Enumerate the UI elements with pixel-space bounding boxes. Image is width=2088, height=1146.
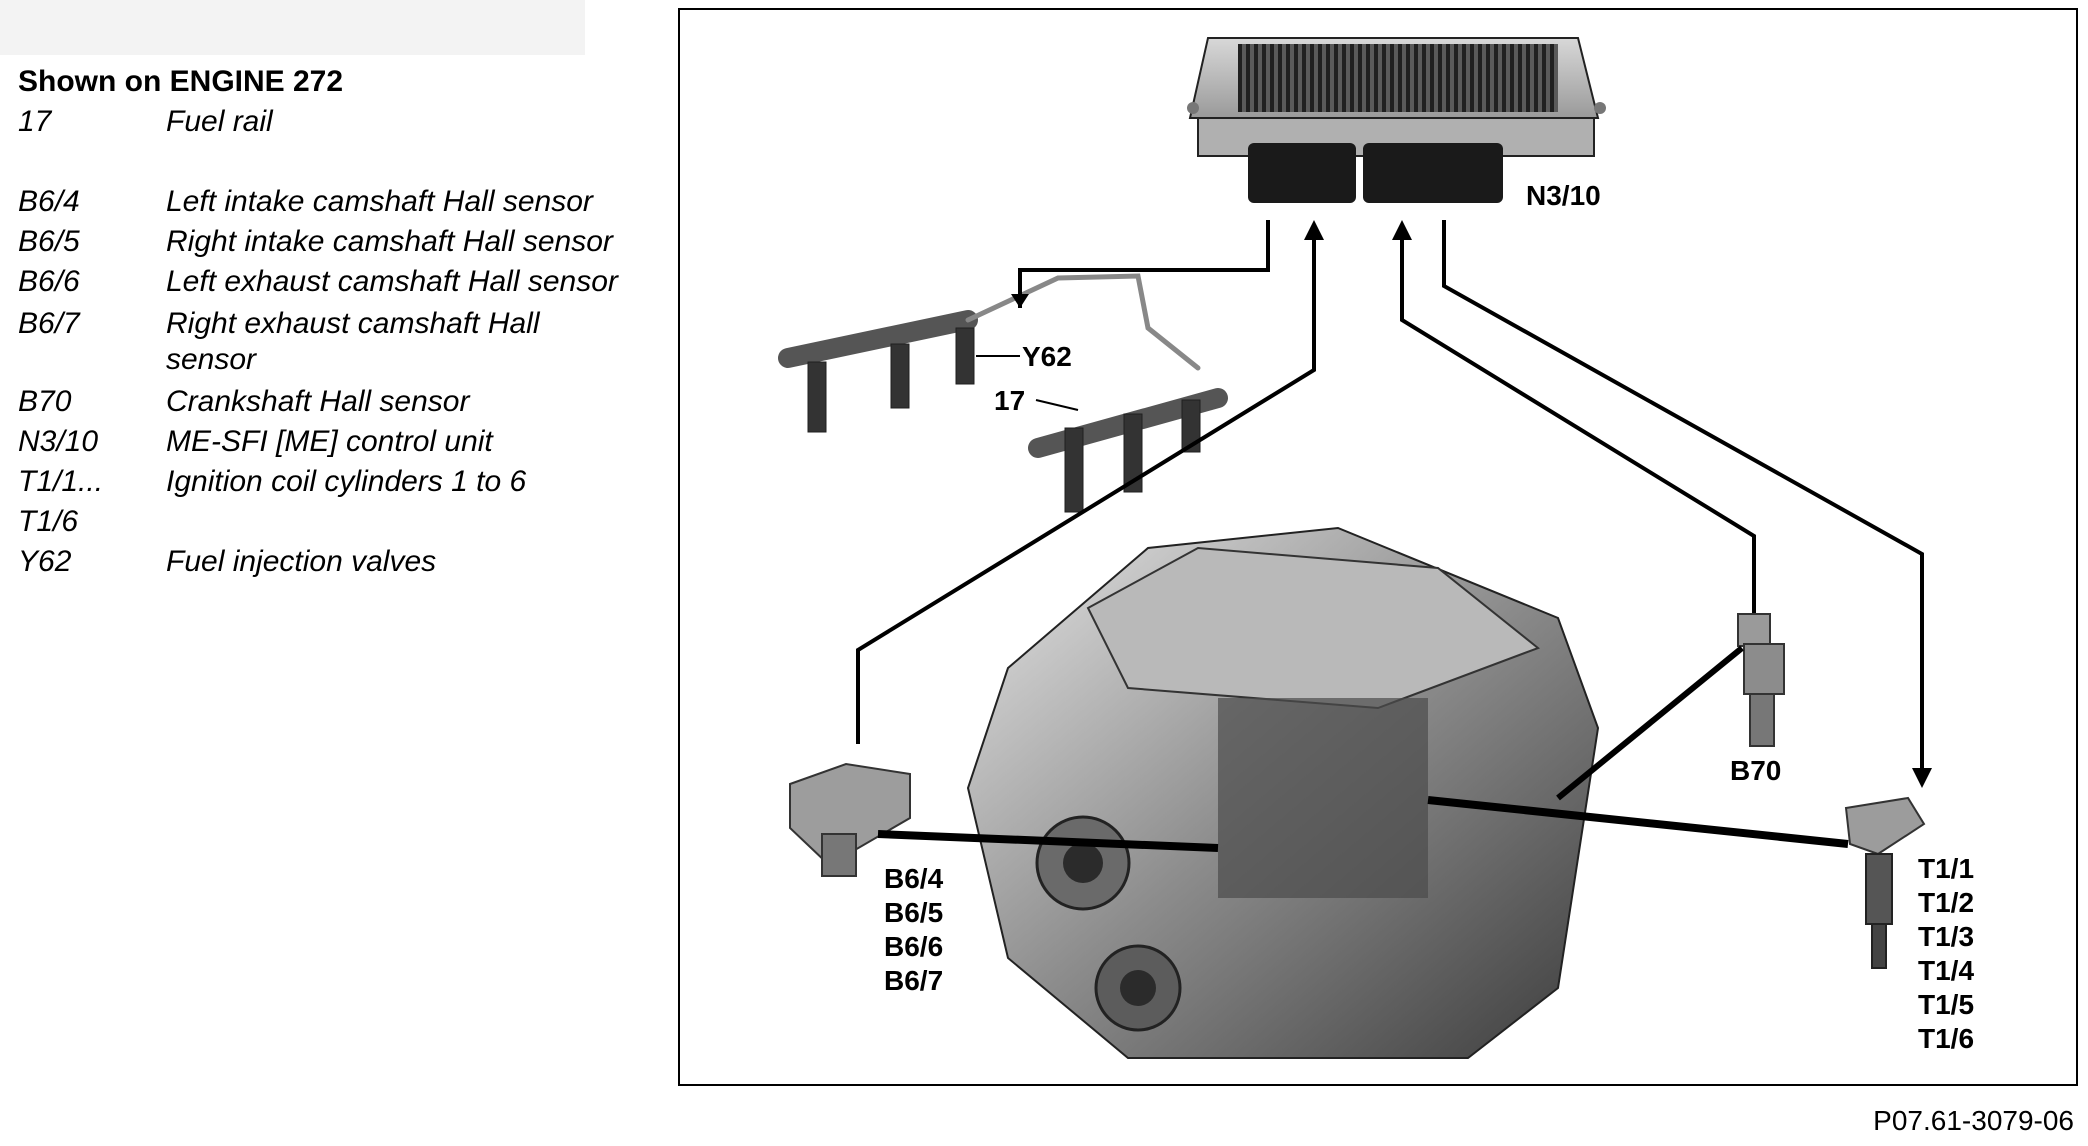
label-t1-2: T1/2 — [1918, 887, 1974, 918]
label-b6-6: B6/6 — [884, 931, 943, 962]
arrow-to-coils — [1912, 768, 1932, 788]
leader-t1 — [1427, 796, 1849, 848]
legend-desc: Crankshaft Hall sensor — [166, 385, 470, 418]
legend-desc: Fuel injection valves — [166, 545, 437, 578]
wire-ecu-to-coils — [1442, 220, 1924, 776]
system-diagram: N3/10 Y62 17 B6/4 B6/5 B6/6 — [678, 8, 2078, 1086]
arrow-up-b6 — [1304, 220, 1324, 240]
leader-b70 — [1556, 645, 1744, 801]
legend-row-b6-7: B6/7 Right exhaust camshaft Hall sensor — [18, 306, 658, 378]
fuel-rail — [778, 273, 1228, 513]
legend-code: 17 — [18, 105, 52, 138]
legend-desc: Ignition coil cylinders 1 to 6 — [166, 465, 527, 498]
legend-code: B6/6 — [18, 265, 80, 298]
legend-desc: Left exhaust camshaft Hall sensor — [166, 265, 618, 298]
label-t1-6: T1/6 — [1918, 1023, 1974, 1054]
legend-row-b6-5: B6/5 Right intake camshaft Hall sensor — [18, 222, 658, 262]
header-shade — [0, 0, 585, 55]
legend-code: B6/4 — [18, 185, 80, 218]
label-t1-1: T1/1 — [1918, 853, 1974, 884]
legend-row-b70: B70 Crankshaft Hall sensor — [18, 382, 658, 422]
legend-code: T1/1... T1/6 — [18, 465, 104, 538]
figure-reference: P07.61-3079-06 — [1873, 1105, 2074, 1136]
wire-ecu-to-injectors — [1018, 220, 1270, 308]
label-b6-5: B6/5 — [884, 897, 943, 928]
legend: Shown on ENGINE 272 17 Fuel rail B6/4 Le… — [18, 62, 658, 582]
legend-row-t1: T1/1... T1/6 Ignition coil cylinders 1 t… — [18, 462, 658, 542]
label-t1-3: T1/3 — [1918, 921, 1974, 952]
legend-code: B6/7 — [18, 307, 80, 340]
arrow-up-b70 — [1392, 220, 1412, 240]
engine-block — [966, 526, 1600, 1059]
legend-code: B6/5 — [18, 225, 80, 258]
legend-desc: Fuel rail — [166, 105, 273, 138]
wire-b6-to-ecu — [856, 228, 1316, 744]
legend-row-17: 17 Fuel rail — [18, 102, 658, 142]
label-t1-4: T1/4 — [1918, 955, 1974, 986]
label-t1-5: T1/5 — [1918, 989, 1974, 1020]
legend-desc: ME-SFI [ME] control unit — [166, 425, 493, 458]
legend-desc: Left intake camshaft Hall sensor — [166, 185, 593, 218]
legend-row-b6-4: B6/4 Left intake camshaft Hall sensor — [18, 182, 658, 222]
leader-b6 — [877, 830, 1219, 852]
legend-desc: Right intake camshaft Hall sensor — [166, 225, 613, 258]
legend-row-b6-6: B6/6 Left exhaust camshaft Hall sensor — [18, 262, 658, 302]
label-b6-4: B6/4 — [884, 863, 944, 894]
legend-code: B70 — [18, 385, 72, 418]
legend-code: Y62 — [18, 545, 72, 578]
ignition-coil-t1 — [1844, 796, 1926, 969]
legend-code: N3/10 — [18, 425, 99, 458]
label-b70: B70 — [1730, 755, 1781, 786]
camshaft-sensor-b6 — [789, 762, 911, 877]
label-n3-10: N3/10 — [1526, 180, 1601, 211]
legend-row-y62: Y62 Fuel injection valves — [18, 542, 658, 582]
label-b6-7: B6/7 — [884, 965, 943, 996]
crankshaft-sensor-b70 — [1737, 613, 1785, 747]
arrow-to-injectors — [1011, 294, 1029, 308]
wire-b70-to-ecu — [1400, 228, 1756, 614]
label-y62: Y62 — [1022, 341, 1072, 372]
legend-title: Shown on ENGINE 272 — [18, 65, 344, 98]
label-17: 17 — [994, 385, 1025, 416]
legend-row-n3-10: N3/10 ME-SFI [ME] control unit — [18, 422, 658, 462]
ecu-unit — [1187, 37, 1606, 203]
legend-desc: Right exhaust camshaft Hall sensor — [166, 307, 540, 376]
leader-17 — [1035, 399, 1079, 411]
